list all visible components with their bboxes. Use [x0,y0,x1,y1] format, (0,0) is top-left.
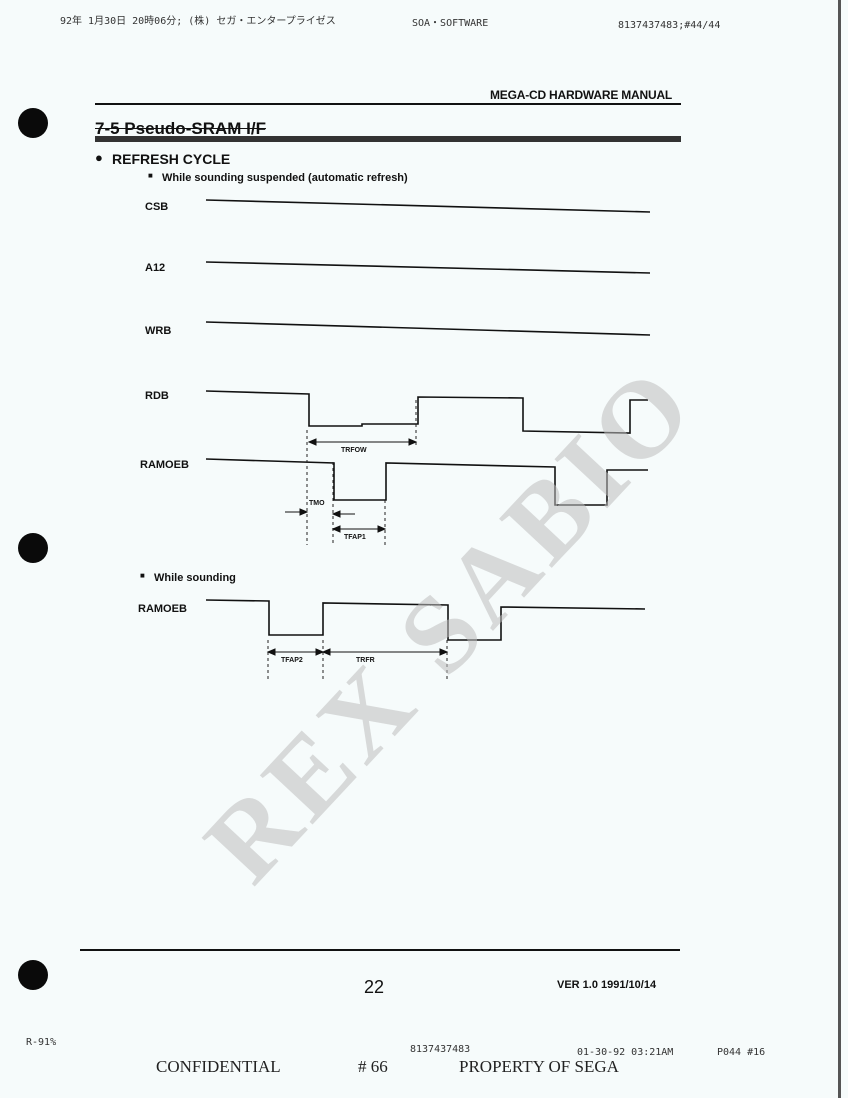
timing-label-tmo: TMO [309,500,325,507]
suspended-bullet: ■ [148,171,153,180]
footer-rule [80,949,680,951]
fax-header-center: SOA・SOFTWARE [412,18,489,29]
arrowhead-tmo-right [331,510,341,518]
property-label: PROPERTY OF SEGA [459,1057,619,1076]
fax-phone: 8137437483 [410,1044,471,1055]
timing-label-tfap2: TFAP2 [281,657,303,664]
arrowhead-trfow-left [307,438,317,446]
refresh-cycle-heading: REFRESH CYCLE [112,151,231,167]
waveform-csb [205,199,651,213]
signal-label-wrb: WRB [145,325,172,337]
signal-label-rdb: RDB [145,390,169,402]
waveform-wrb [205,321,651,336]
timing-label-tfap1: TFAP1 [344,534,366,541]
fax-header-right: 8137437483;#44/44 [618,20,721,31]
timing-label-trfow: TRFOW [341,447,367,454]
arrowhead-tfap1-left [331,525,341,533]
refresh-heading-bullet: ● [95,150,103,165]
confidential-label: CONFIDENTIAL [156,1057,281,1076]
arrowhead-tfap2-right [315,648,325,656]
waveform-rdb [205,390,648,434]
timing-label-trfr: TRFR [356,657,375,664]
punch-hole-bottom [18,960,48,990]
page-number: 22 [364,977,385,997]
arrowhead-tfap1-right [377,525,387,533]
arrowhead-trfr-left [321,648,331,656]
arrowhead-tmo-left [299,508,309,516]
suspended-subheading: While sounding suspended (automatic refr… [162,172,408,184]
fax-page-ref: P044 #16 [717,1047,766,1058]
signal-label-ramoeb: RAMOEB [140,459,189,471]
header-rule [95,103,681,105]
signal-label-csb: CSB [145,201,169,213]
section-title-rule [95,136,681,142]
waveform-a12 [205,261,651,274]
fax-reduction: R-91% [26,1037,57,1048]
scan-edge [838,0,841,1098]
punch-hole-top [18,108,48,138]
waveform-ramoeb-sounding [205,599,646,641]
manual-title: MEGA-CD HARDWARE MANUAL [490,88,673,102]
arrowhead-trfr-right [439,648,449,656]
waveform-ramoeb [205,458,648,506]
fax-header-left: 92年 1月30日 20時06分; (株) セガ・エンタープライゼス [60,16,336,27]
fax-number: # 66 [358,1057,388,1076]
sounding-subheading: While sounding [154,572,236,584]
punch-hole-middle [18,533,48,563]
arrowhead-trfow-right [408,438,418,446]
fax-datetime: 01-30-92 03:21AM [577,1047,674,1058]
arrowhead-tfap2-left [266,648,276,656]
signal-label-a12: A12 [145,262,166,274]
version-label: VER 1.0 1991/10/14 [557,979,657,991]
section-title: 7-5 Pseudo-SRAM I/F [95,119,266,138]
signal-label-ramoeb-sounding: RAMOEB [138,603,187,615]
sounding-bullet: ■ [140,571,145,580]
